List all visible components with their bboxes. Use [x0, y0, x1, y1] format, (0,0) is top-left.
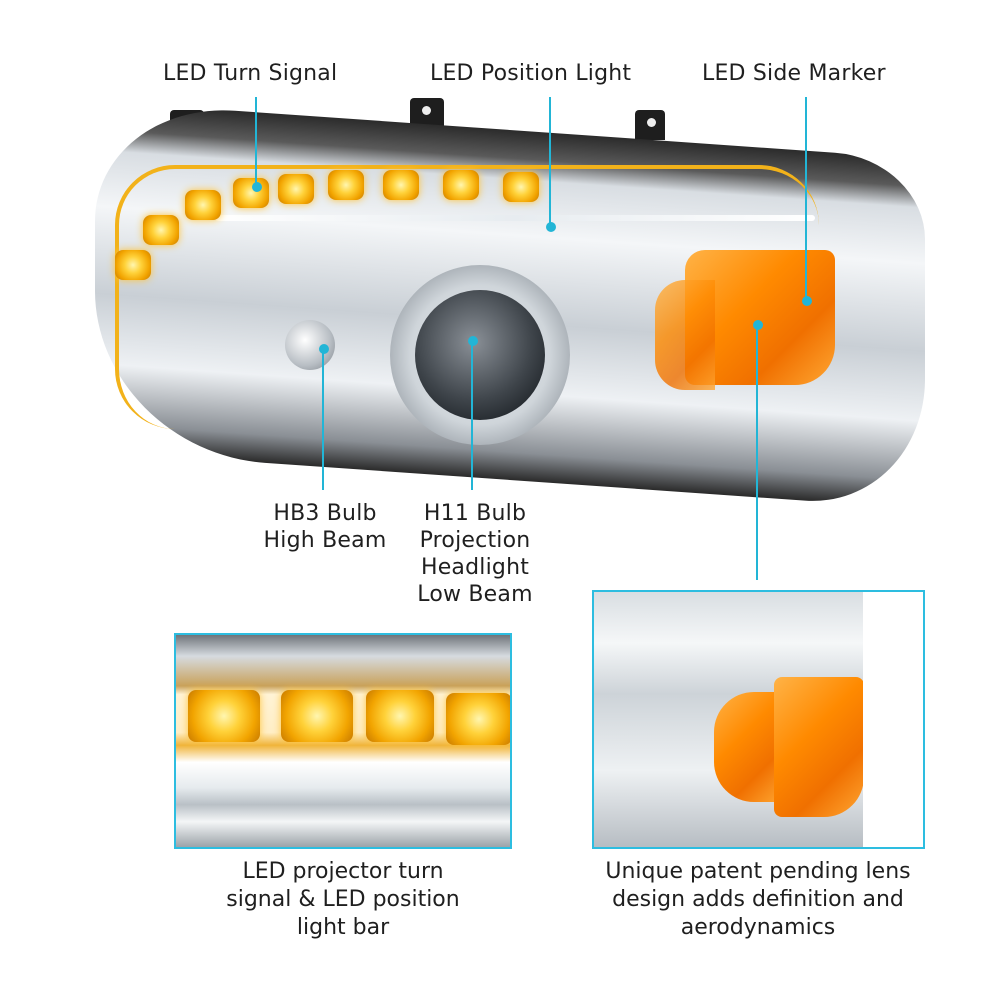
leader-line	[549, 97, 551, 227]
caption-line: signal & LED position	[226, 887, 460, 912]
headlight-product-image	[95, 98, 925, 510]
callout-h11-bulb: H11 Bulb Projection Headlight Low Beam	[410, 500, 540, 608]
amber-side-marker	[774, 677, 864, 817]
h11-projector-lens	[415, 290, 545, 420]
caption-line: light bar	[296, 915, 390, 940]
callout-line: Projection	[419, 528, 531, 553]
callout-led-side-marker: LED Side Marker	[702, 61, 886, 86]
leader-line	[322, 349, 324, 490]
caption-line: LED projector turn	[242, 859, 444, 884]
callout-line: HB3 Bulb	[273, 501, 377, 526]
callout-dot	[468, 336, 478, 346]
led-segment	[366, 690, 434, 742]
callout-dot	[252, 182, 262, 192]
inset-background	[863, 592, 923, 847]
callout-line: Headlight	[420, 555, 530, 580]
inset-side-marker-closeup	[592, 590, 925, 849]
callout-dot	[802, 296, 812, 306]
callout-led-turn-signal: LED Turn Signal	[163, 61, 338, 86]
caption-line: aerodynamics	[680, 915, 836, 940]
leader-line	[805, 97, 807, 301]
led-segment	[383, 170, 419, 200]
led-segment	[233, 178, 269, 208]
led-segment	[503, 172, 539, 202]
led-segment	[143, 215, 179, 245]
callout-hb3-bulb: HB3 Bulb High Beam	[255, 500, 395, 554]
callout-line: High Beam	[263, 528, 387, 553]
callout-led-position-light: LED Position Light	[430, 61, 632, 86]
callout-line: H11 Bulb	[423, 501, 527, 526]
amber-reflector	[714, 692, 784, 802]
leader-line	[756, 325, 758, 580]
led-segment	[188, 690, 260, 742]
inset-caption-side-marker: Unique patent pending lens design adds d…	[578, 858, 938, 942]
led-segment	[328, 170, 364, 200]
callout-dot	[319, 344, 329, 354]
led-segment	[278, 174, 314, 204]
callout-dot	[753, 320, 763, 330]
leader-line	[471, 341, 473, 490]
inset-led-turn-signal-closeup	[174, 633, 512, 849]
caption-line: design adds definition and	[612, 887, 904, 912]
leader-line	[255, 97, 257, 187]
led-position-light-bar	[115, 165, 819, 429]
led-segment	[115, 250, 151, 280]
callout-dot	[546, 222, 556, 232]
led-segment	[185, 190, 221, 220]
led-segment	[446, 693, 510, 745]
led-segment	[443, 170, 479, 200]
position-light-stripe	[215, 215, 815, 221]
inset-caption-turn-signal: LED projector turn signal & LED position…	[174, 858, 512, 942]
mounting-tab	[635, 110, 665, 140]
callout-line: Low Beam	[417, 582, 533, 607]
led-segment	[281, 690, 353, 742]
amber-reflector	[655, 280, 715, 390]
caption-line: Unique patent pending lens	[605, 859, 911, 884]
